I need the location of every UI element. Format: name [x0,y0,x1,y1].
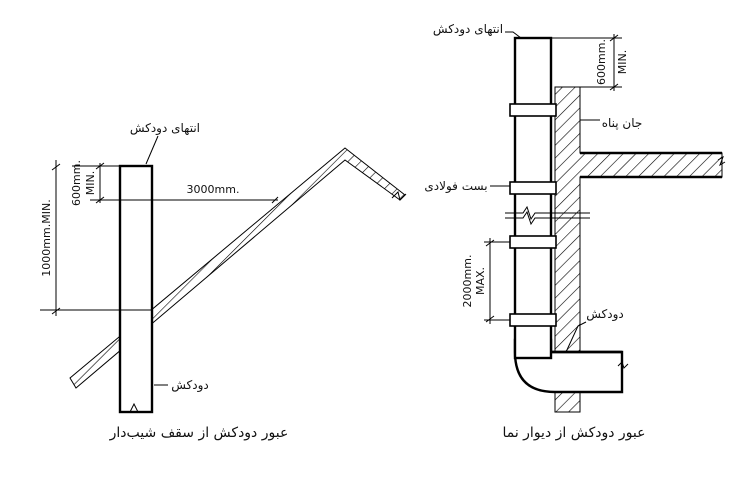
left-chimney [118,164,154,414]
steel-strap-label: بست فولادی [424,179,487,194]
left-dim-min: MIN. [84,171,97,195]
right-chimney-top-label: انتهای دودکش [433,22,503,37]
right-dim-max: MAX. [474,267,487,295]
right-caption: عبور دودکش از دیوار نما [502,425,645,441]
right-dim-min: MIN. [616,50,629,74]
steel-strap-3 [509,235,557,249]
left-dim-600: 600mm. [70,160,83,206]
steel-strap-4 [509,313,557,327]
flue-break-mark [617,361,629,369]
slab-break-mark [717,155,726,167]
right-detail: انتهای دودکش 600mm. MIN. جان پناه بست فو… [424,22,726,441]
right-dim-600: 600mm. [595,39,608,85]
left-chimney-label: دودکش [171,378,209,393]
left-dim-1000: 1000mm.MIN. [40,199,53,276]
right-chimney [513,36,553,360]
steel-strap-2 [509,181,557,195]
wall-break-mark [505,205,590,221]
right-chimney-label: دودکش [586,307,624,322]
parapet-label: جان پناه [602,116,643,130]
steel-strap-1 [509,103,557,117]
right-dim-2000: 2000mm. [461,255,474,308]
right-chimney-leader [565,321,587,353]
left-chimney-top-label: انتهای دودکش [130,121,200,136]
left-top-leader [145,135,159,165]
left-caption: عبور دودکش از سقف شیب‌دار [109,425,289,441]
roof-break-mark [391,191,407,201]
left-detail: انتهای دودکش 600mm. MIN. 1000mm.MIN. 300… [40,121,407,441]
chimney-break-mark [129,402,139,413]
right-top-leader [505,31,522,39]
left-dim-3000: 3000mm. [187,183,240,196]
